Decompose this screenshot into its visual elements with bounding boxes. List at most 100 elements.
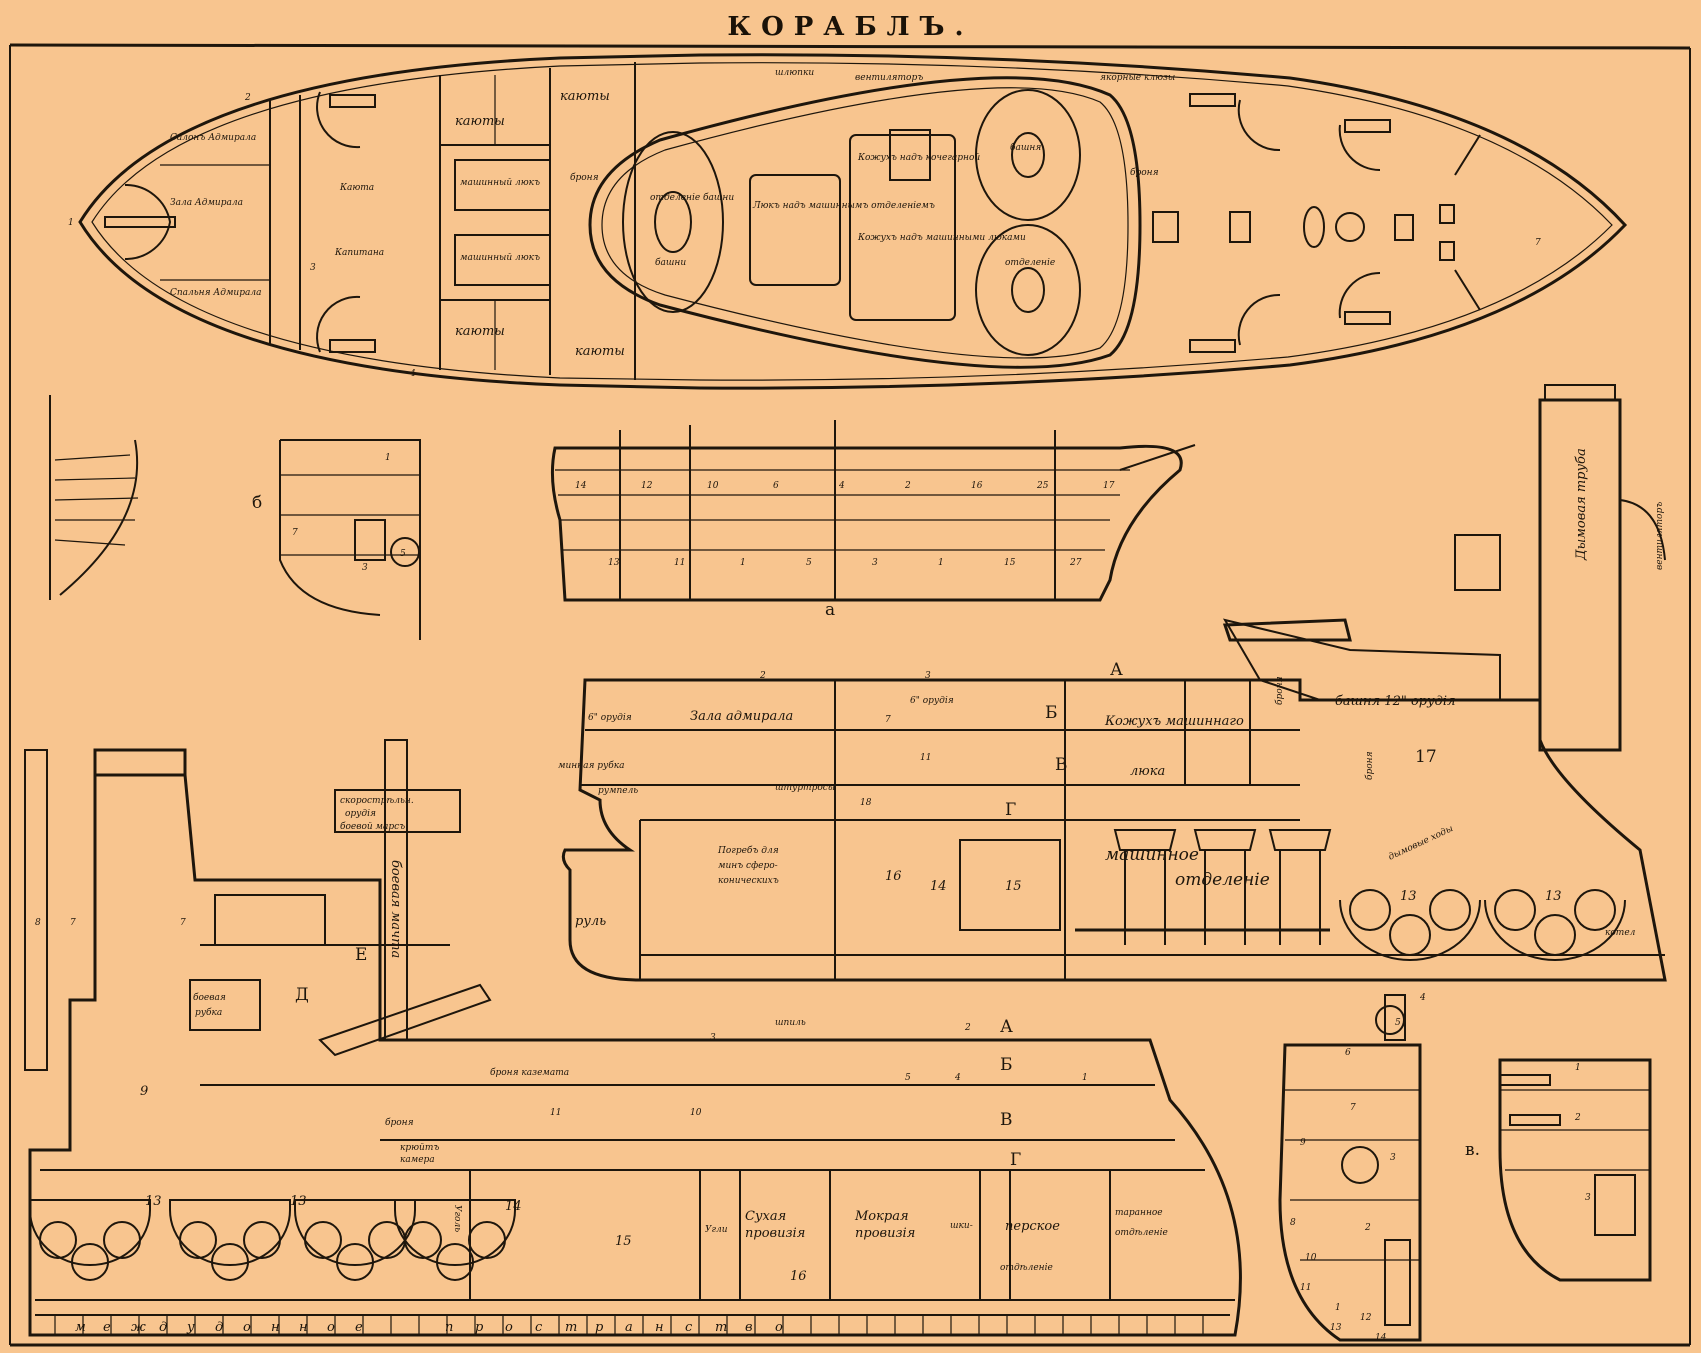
- boiler-tube: [103, 1221, 141, 1259]
- diagram-label: Кожухъ надъ кочегарной: [857, 153, 980, 163]
- diagram-label: 17: [1415, 747, 1437, 767]
- section-a-number: 14: [575, 481, 587, 491]
- boiler-outline: [29, 1199, 151, 1266]
- diagram-label: 15: [1005, 879, 1022, 894]
- double-bottom-letter: ж: [131, 1320, 146, 1335]
- double-bottom-letter: в: [745, 1320, 753, 1335]
- diagram-line: [354, 519, 386, 561]
- section-a-number: 3: [872, 558, 878, 568]
- diagram-line: [49, 395, 139, 600]
- diagram-label: Зала адмирала: [690, 709, 793, 724]
- diagram-line: [1119, 444, 1196, 471]
- diagram-line: [9, 43, 1691, 50]
- diagram-line: [1619, 499, 1666, 561]
- diagram-label: 4: [409, 369, 416, 379]
- diagram-label: коническихъ: [718, 876, 779, 886]
- diagram-label: отделеніе: [1005, 258, 1055, 268]
- diagram-label: 7: [70, 918, 76, 928]
- diagram-label: Зала Адмирала: [170, 198, 243, 208]
- diagram-label: 7: [1535, 238, 1541, 248]
- double-bottom-letter: у: [186, 1320, 195, 1335]
- double-bottom-letter: р: [475, 1320, 484, 1335]
- section-a-number: 1: [938, 558, 944, 568]
- diagram-label: 4: [954, 1073, 961, 1083]
- section-d-number: 9: [1300, 1138, 1306, 1148]
- diagram-label: броня: [1364, 751, 1375, 780]
- diagram-line: [28, 773, 1242, 1337]
- diagram-label: броня: [1130, 167, 1159, 178]
- section-d-number: 2: [1364, 1223, 1371, 1233]
- lower-section: Е: [24, 739, 1242, 1337]
- section-a-number: 2: [904, 481, 911, 491]
- diagram-line: [588, 76, 1142, 369]
- boiler-outline: [1484, 899, 1626, 961]
- diagram-line: [849, 134, 956, 321]
- diagram-label: 2: [964, 1023, 971, 1033]
- diagram-line: [454, 234, 551, 286]
- diagram-label: 15: [615, 1234, 632, 1249]
- diagram-line: [189, 979, 261, 1031]
- double-bottom-letter: с: [685, 1320, 693, 1335]
- diagram-line: [279, 439, 421, 640]
- diagram-line: [54, 454, 131, 461]
- diagram-label: 5: [905, 1073, 911, 1083]
- diagram-line: [889, 129, 931, 181]
- section-a-number: 16: [971, 481, 983, 491]
- diagram-line: [1344, 311, 1391, 325]
- diagram-label: 2: [759, 671, 766, 681]
- diagram-label: Люкъ надъ машиннымъ отделеніемъ: [752, 201, 935, 211]
- diagram-line: [1454, 534, 1501, 591]
- bow-detail: [49, 395, 139, 600]
- section-a-number: 6: [773, 481, 779, 491]
- diagram-label: А: [1000, 1017, 1013, 1037]
- diagram-label: отдѣленіе: [1115, 1228, 1168, 1238]
- double-bottom-letter: н: [655, 1320, 664, 1335]
- lower-section-labels: А Б В Г Д 7 7 8 9 13 13 14 15 16 3 2 4 5…: [35, 796, 1168, 1284]
- double-bottom-letter: о: [243, 1320, 251, 1335]
- diagram-line: [316, 295, 361, 353]
- diagram-line: [1189, 339, 1236, 353]
- diagram-line: [1338, 271, 1381, 319]
- diagram-line: [1222, 618, 1352, 642]
- boiler-tube: [243, 1221, 281, 1259]
- diagram-line: [1384, 994, 1406, 1041]
- diagram-label: боевой марсъ: [340, 821, 405, 832]
- diagram-line: [454, 159, 551, 211]
- double-bottom-letter: н: [299, 1320, 308, 1335]
- diagram-label: 2: [244, 93, 251, 103]
- diagram-line: [1499, 1074, 1551, 1086]
- diagram-label: башни: [655, 257, 686, 268]
- diagram-label: Г: [1005, 800, 1016, 820]
- boiler-tube: [1389, 914, 1431, 956]
- diagram-line: [1011, 132, 1045, 178]
- diagram-line: [1152, 211, 1179, 243]
- diagram-label: шлюпки: [775, 68, 814, 78]
- section-a-number: 15: [1004, 558, 1016, 568]
- section-d-number: 10: [1305, 1253, 1317, 1263]
- diagram-line: [1303, 206, 1325, 248]
- section-a-number: 1: [740, 558, 746, 568]
- diagram-label: отдѣленіе: [1000, 1263, 1053, 1273]
- diagram-label: броня каземата: [490, 1067, 569, 1078]
- diagram-label: А: [1110, 660, 1123, 680]
- diagram-label: якорные клюзы: [1100, 73, 1175, 83]
- diagram-label: провизія: [855, 1226, 915, 1241]
- diagram-label: штуртросы: [775, 783, 835, 793]
- diagram-line: [975, 89, 1081, 221]
- section-d-number: 1: [1335, 1303, 1341, 1313]
- diagram-label: шпиль: [775, 1018, 806, 1028]
- double-bottom-letter: а: [625, 1320, 633, 1335]
- diagram-label: 7: [885, 715, 891, 725]
- diagram-label: 3: [710, 1033, 716, 1043]
- diagram-line: [550, 444, 1183, 602]
- diagram-label: румпель: [598, 786, 638, 796]
- diagram-label: машинный люкъ: [460, 178, 540, 188]
- diagram-label: машинное: [1105, 845, 1199, 865]
- boiler-tube: [39, 1221, 77, 1259]
- diagram-label: рубка: [195, 1007, 222, 1018]
- diagram-line: [561, 678, 1667, 982]
- diagram-line: [1189, 93, 1236, 107]
- diagram-label: 16: [885, 869, 902, 884]
- boiler-tube: [336, 1243, 374, 1281]
